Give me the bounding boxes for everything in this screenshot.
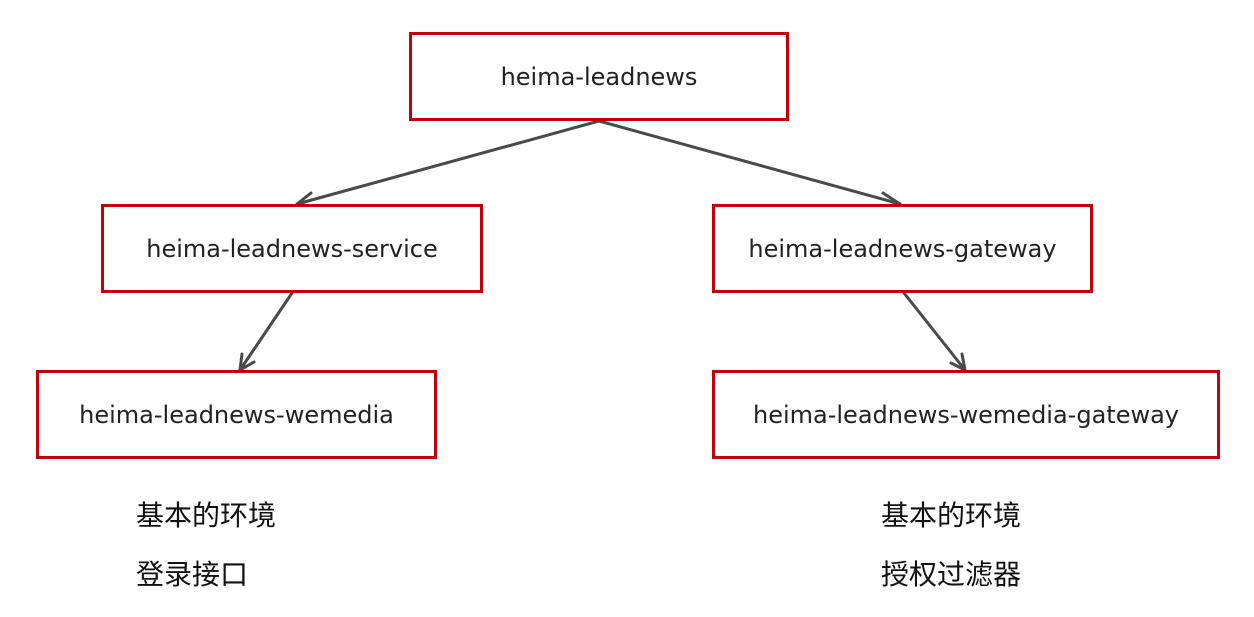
node-heima-leadnews-service: heima-leadnews-service xyxy=(101,204,483,293)
note-left-login-api: 登录接口 xyxy=(136,558,249,591)
note-left-basic-env: 基本的环境 xyxy=(136,499,277,532)
edge-service-to-wemedia-arrow xyxy=(238,291,294,372)
node-label: heima-leadnews-wemedia-gateway xyxy=(753,400,1179,429)
note-right-basic-env: 基本的环境 xyxy=(881,499,1022,532)
node-heima-leadnews-wemedia-gateway: heima-leadnews-wemedia-gateway xyxy=(712,370,1220,459)
node-heima-leadnews-gateway: heima-leadnews-gateway xyxy=(712,204,1093,293)
node-label: heima-leadnews-service xyxy=(146,234,438,263)
note-right-auth-filter: 授权过滤器 xyxy=(881,558,1022,591)
node-heima-leadnews-wemedia: heima-leadnews-wemedia xyxy=(36,370,437,459)
node-label: heima-leadnews-gateway xyxy=(748,234,1057,263)
node-label: heima-leadnews-wemedia xyxy=(79,400,394,429)
node-label: heima-leadnews xyxy=(500,62,698,91)
edge-root-to-gateway-arrow xyxy=(597,119,902,209)
node-heima-leadnews: heima-leadnews xyxy=(409,32,789,121)
edge-gateway-to-wemedia-gateway-arrow xyxy=(902,291,967,372)
edge-root-to-service-arrow xyxy=(295,119,601,209)
